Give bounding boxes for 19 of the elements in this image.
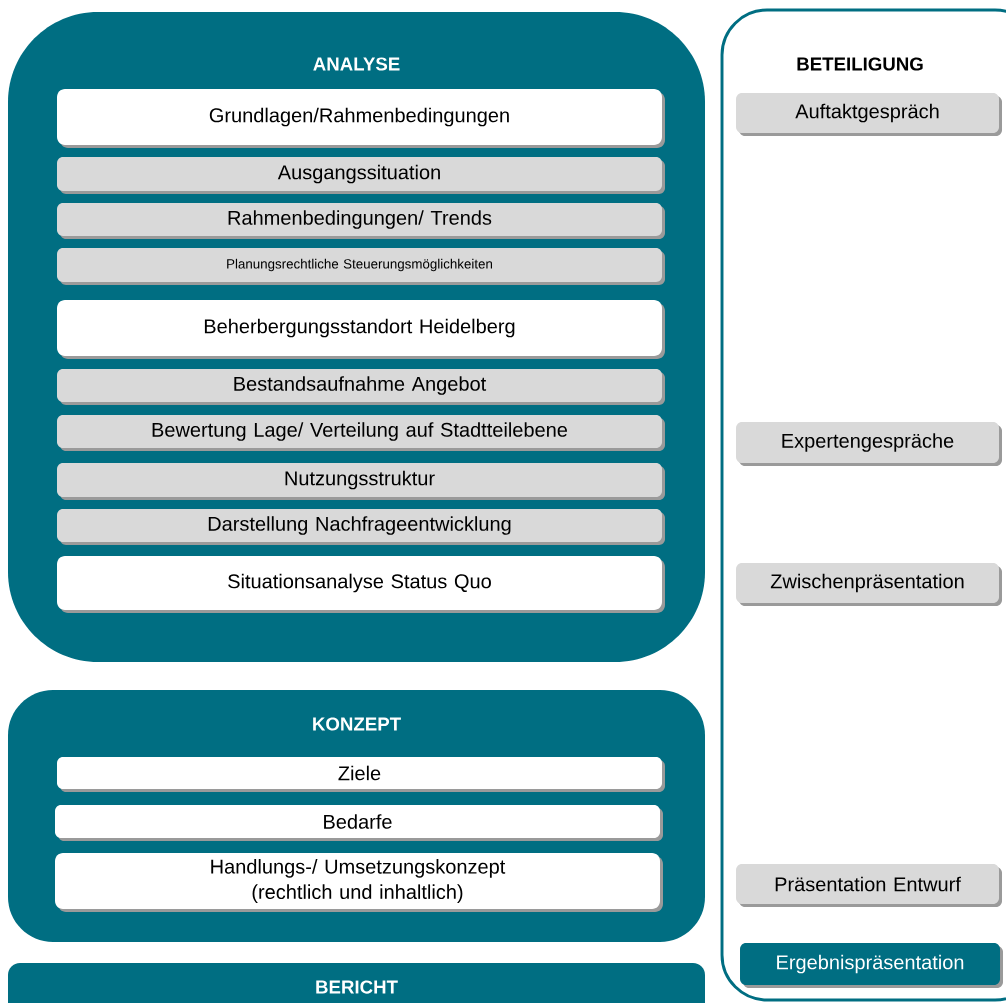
subtask-box: Rahmenbedingungen/ Trends bbox=[57, 203, 665, 239]
task-box: Bedarfe bbox=[55, 805, 663, 841]
subtask-box: Darstellung Nachfrageentwicklung bbox=[57, 509, 665, 545]
task-box: Beherbergungsstandort Heidelberg bbox=[57, 300, 665, 359]
subtask-box: Expertengespräche bbox=[736, 422, 1002, 466]
subtask-box: Zwischenpräsentation bbox=[736, 563, 1002, 606]
task-box: Handlungs-/ Umsetzungskonzept (rechtlich und inhaltlich) bbox=[55, 853, 663, 912]
task-box: Ziele bbox=[57, 757, 665, 792]
task-box: Situationsanalyse Status Quo bbox=[57, 556, 665, 613]
subtask-box: Ausgangssituation bbox=[57, 157, 665, 194]
event-box: Ergebnispräsentation bbox=[740, 943, 1003, 988]
task-box: Grundlagen/Rahmenbedingungen bbox=[57, 89, 665, 148]
subtask-box: Auftaktgespräch bbox=[736, 93, 1002, 136]
subtask-box: Bewertung Lage/ Verteilung auf Stadtteilebene bbox=[57, 415, 665, 451]
subtask-box: Nutzungsstruktur bbox=[57, 463, 665, 500]
subtask-box: Präsentation Entwurf bbox=[736, 864, 1002, 907]
phase-panel: BERICHT bbox=[8, 963, 705, 1003]
subtask-box: Planungsrechtliche Steuerungsmöglichkeiten bbox=[57, 248, 665, 285]
subtask-box: Bestandsaufnahme Angebot bbox=[57, 369, 665, 405]
